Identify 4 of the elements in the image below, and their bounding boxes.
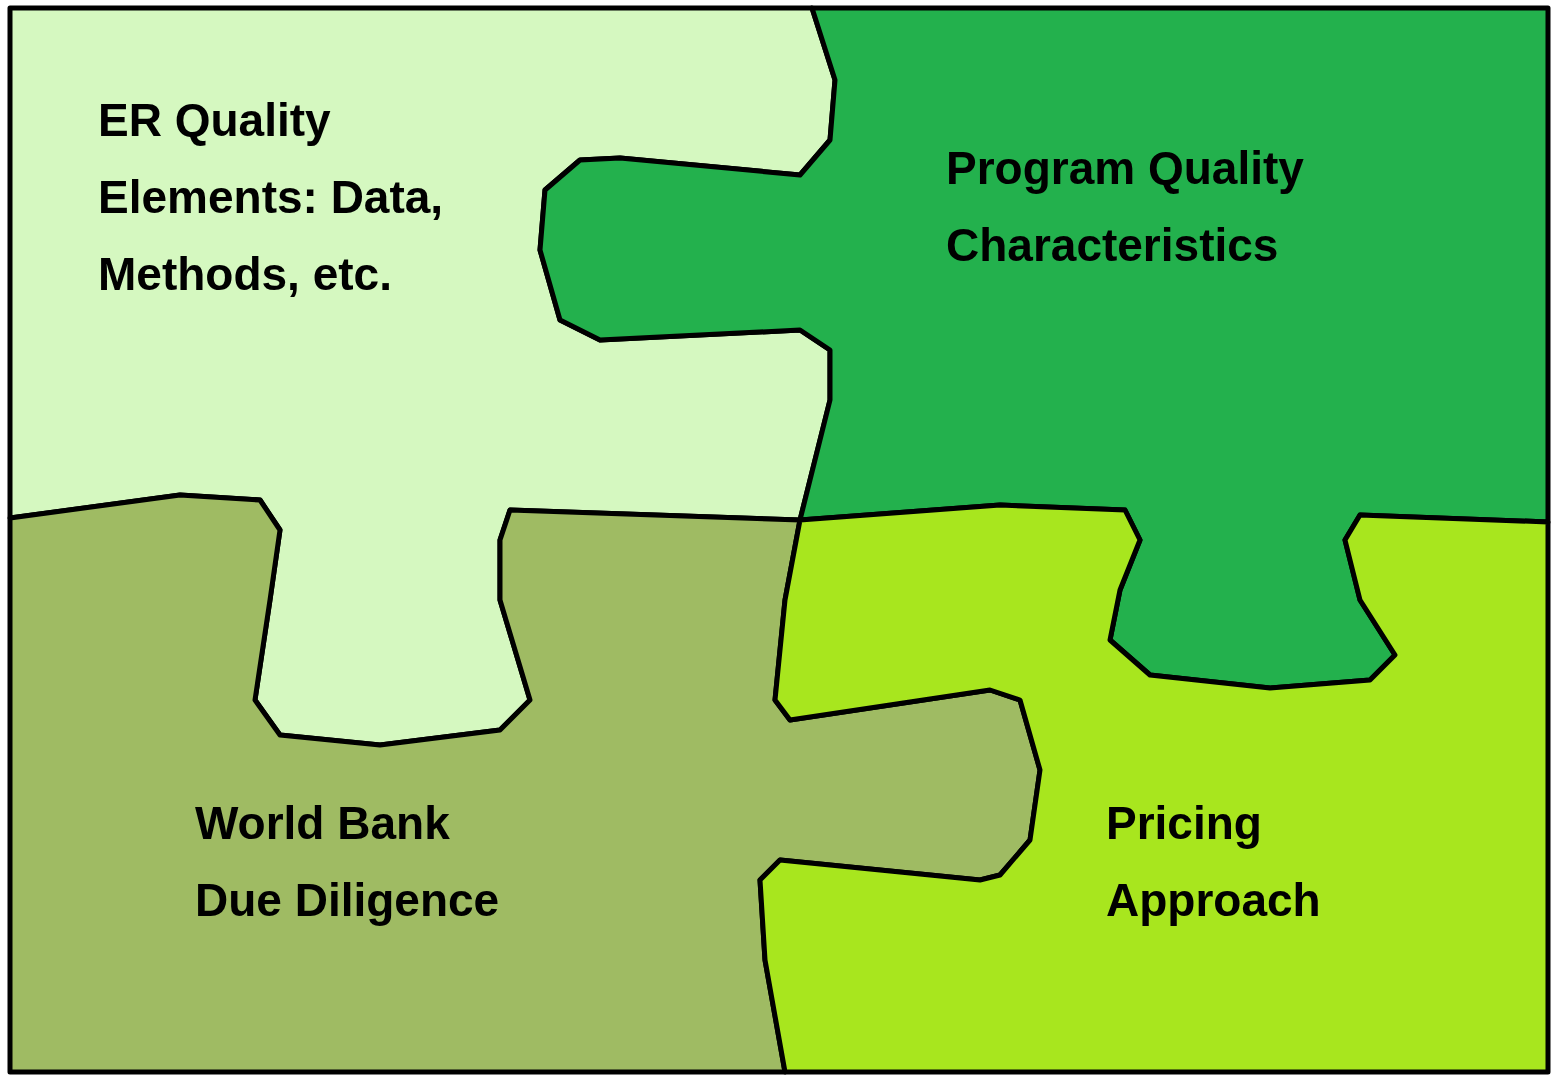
piece-label: Pricing Approach [1106,796,1322,928]
piece-label: ER Quality Elements: Data, Methods, etc. [98,93,445,302]
piece-label: World Bank Due Diligence [195,796,501,928]
piece-label: Program Quality Characteristics [946,141,1305,273]
